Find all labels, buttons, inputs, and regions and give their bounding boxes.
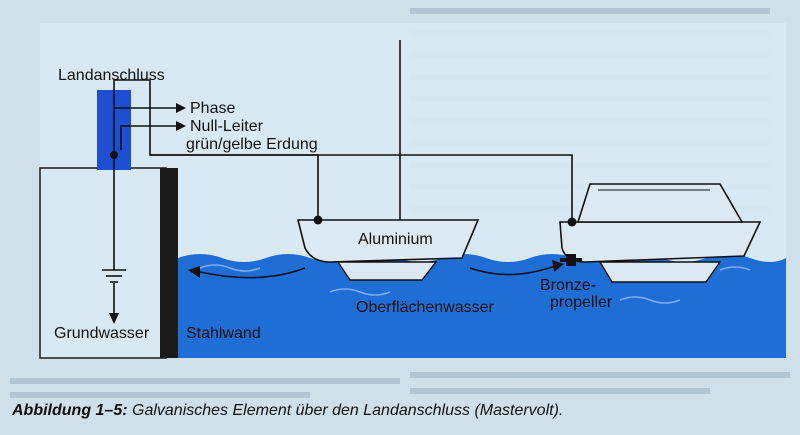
label-aluminium: Aluminium bbox=[358, 231, 433, 248]
ground-arrow-head bbox=[109, 313, 119, 324]
figure-caption: Abbildung 1–5: Galvanisches Element über… bbox=[12, 402, 792, 420]
bronze-contact-dot bbox=[567, 217, 577, 227]
label-bronze-line1: Bronze- bbox=[540, 277, 596, 294]
label-erdung: grün/gelbe Erdung bbox=[186, 136, 318, 153]
label-grundwasser: Grundwasser bbox=[54, 325, 150, 342]
figure-caption-label: Abbildung 1–5: bbox=[12, 402, 128, 419]
steel-wall bbox=[160, 168, 178, 358]
propeller-icon bbox=[560, 254, 582, 266]
earth-cable-to-boat2 bbox=[150, 154, 573, 222]
null-arrow-head bbox=[176, 121, 186, 131]
label-null-leiter: Null-Leiter bbox=[190, 118, 264, 135]
label-oberflaechenwasser: Oberflächenwasser bbox=[356, 299, 495, 316]
aluminium-contact-dot bbox=[313, 215, 323, 225]
figure-caption-text: Galvanisches Element über den Landanschl… bbox=[127, 402, 564, 419]
label-bronze-line2: propeller bbox=[550, 294, 613, 311]
current-arrow-left-head bbox=[188, 266, 200, 278]
bronze-propeller-boat bbox=[559, 183, 762, 283]
quay-block bbox=[39, 167, 167, 359]
label-phase: Phase bbox=[190, 100, 235, 117]
phase-arrow-head bbox=[176, 103, 186, 113]
wave-lines bbox=[199, 264, 751, 304]
aluminium-boat bbox=[296, 40, 480, 281]
label-landanschluss: Landanschluss bbox=[58, 67, 165, 84]
earth-cable bbox=[113, 79, 319, 220]
label-stahlwand: Stahlwand bbox=[186, 325, 261, 342]
current-arrow-middle-head bbox=[552, 260, 564, 272]
current-arrow-middle bbox=[469, 265, 556, 276]
current-arrow-left bbox=[199, 267, 306, 279]
ground-symbol-icon bbox=[102, 269, 126, 283]
shore-wiring bbox=[113, 107, 176, 315]
